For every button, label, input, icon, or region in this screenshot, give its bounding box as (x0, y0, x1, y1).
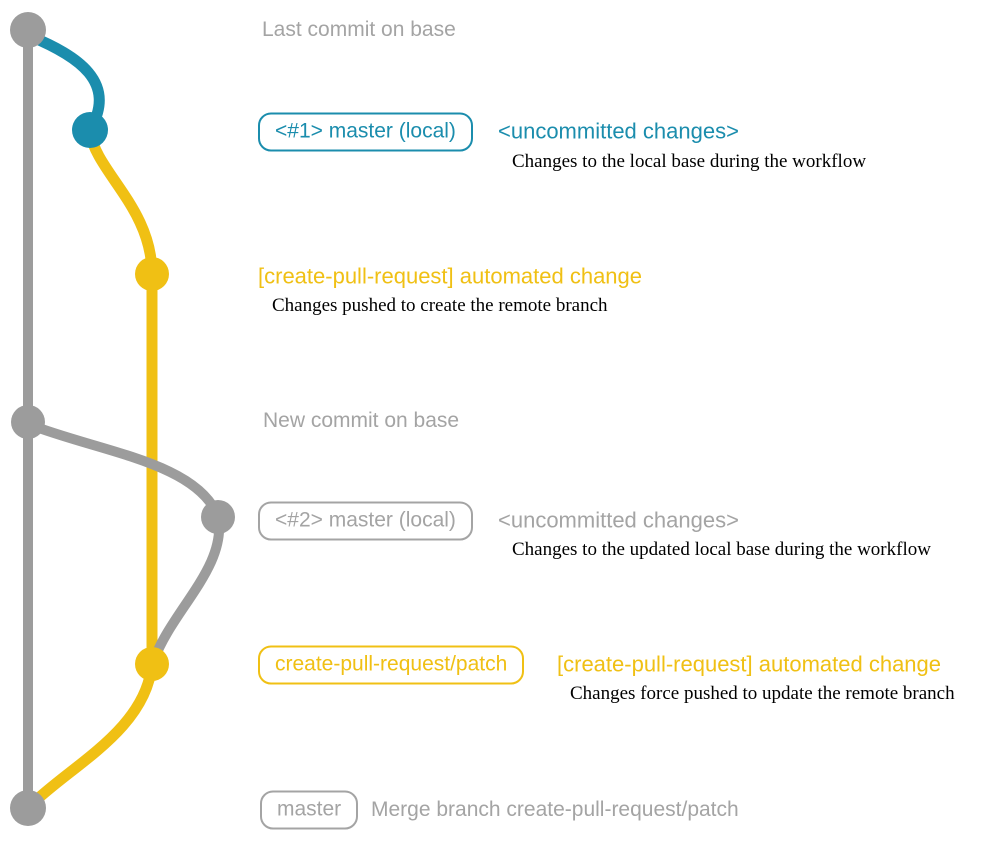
description-automated-change-1: Changes pushed to create the remote bran… (272, 295, 608, 317)
annotation-last-commit-on-base: Last commit on base (262, 17, 456, 41)
commit-node-last-base (10, 12, 46, 48)
commit-node-new-base (11, 405, 45, 439)
annotation-uncommitted-changes-2: <uncommitted changes> (498, 507, 739, 533)
description-automated-change-2: Changes force pushed to update the remot… (570, 683, 955, 705)
commit-node-uncommitted-1 (72, 112, 108, 148)
annotation-uncommitted-changes-1: <uncommitted changes> (498, 118, 739, 144)
branch-badge-master-local-1: <#1> master (local) (258, 112, 473, 152)
description-uncommitted-changes-1: Changes to the local base during the wor… (512, 151, 867, 173)
annotation-merge-branch: Merge branch create-pull-request/patch (371, 797, 739, 821)
commit-node-patch-2 (135, 647, 169, 681)
commit-node-merge (10, 790, 46, 826)
branch-badge-master: master (260, 790, 359, 830)
description-uncommitted-changes-2: Changes to the updated local base during… (512, 539, 931, 561)
patch-branch-curve-1 (84, 126, 158, 280)
commit-node-uncommitted-2 (201, 500, 235, 534)
branch-badge-create-pull-request-patch: create-pull-request/patch (258, 645, 525, 685)
patch-merge-curve (24, 658, 158, 812)
annotation-automated-change-2: [create-pull-request] automated change (557, 651, 942, 677)
commit-node-patch-1 (135, 257, 169, 291)
branch-badge-master-local-2: <#2> master (local) (258, 501, 473, 541)
annotation-automated-change-1: [create-pull-request] automated change (258, 263, 643, 289)
updated-local-branch-curve-out (23, 419, 223, 521)
updated-local-branch-curve-in (149, 511, 225, 665)
annotation-new-commit-on-base: New commit on base (263, 408, 460, 432)
